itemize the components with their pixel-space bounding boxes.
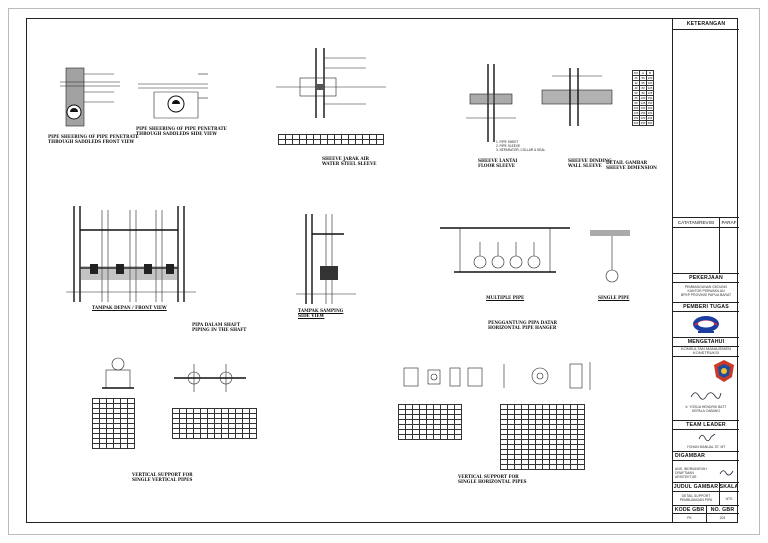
detail-pipe-penetrate-front [60,67,120,127]
title-block-mengetahui: MENGETAHUI [673,338,739,347]
sheet-outer-border [8,8,760,535]
detail-pipe-penetrate-side [138,73,208,119]
horizontal-support-table-b [500,404,585,470]
detail-vertical-support-clamp [102,357,134,389]
catatan-revisi-label: CATATAN/REVISI [673,218,720,227]
title-block-kode-values: PK 203 [673,514,739,523]
detail-floor-sleeve [466,64,516,142]
caption-sleeve-dimension: DETAIL GAMBAR SHEEVE DIMENSION [606,160,657,170]
title-block-client-logo-area [673,312,739,338]
judul-gambar-value: DETAIL SUPPORT PEMBUANGAN PIPA [679,494,713,502]
title-block-pekerjaan-text: PEMBANGUNAN GEDUNG KANTOR PERWAKILAN BPK… [673,283,739,303]
caption-single-pipe: SINGLE PIPE [598,295,630,300]
vertical-support-table-a [92,398,135,449]
sleeve-size-table-small [278,134,384,145]
no-gbr-value: 203 [719,516,726,520]
drafter-signature-icon [719,470,734,476]
caption-piping-in-shaft: PIPA DALAM SHAFT PIPING IN THE SHAFT [192,322,247,332]
title-block-kode-row: KODE GBR NO. GBR [673,506,739,514]
team-leader-signature-icon [698,433,716,442]
paraf-label: PARAF [721,220,737,225]
caption-vertical-support-vertical-pipes: VERTICAL SUPPORT FOR SINGLE VERTICAL PIP… [132,472,193,482]
detail-horizontal-pipe-hanger [440,227,570,273]
title-block-notes-area [673,30,739,218]
detail-vertical-support-bracket [174,364,246,392]
detail-water-steel-sleeve [276,48,386,118]
caption-water-steel-sleeve: SHEEVE JARAK AIR WATER STEEL SLEEVE [322,156,377,166]
title-block-konsultan-logo-area: Ir. YOSUA HENDRIK BATT KEPALA CABANG [673,357,739,421]
detail-shaft-side-view [296,214,356,304]
caption-pipe-penetrate-side: PIPE SHEERING OF PIPE PENETRATE THROUGH … [136,126,227,136]
drawing-area: PIPE SHEERING OF PIPE PENETRATE THROUGH … [26,18,671,523]
consultant-emblem-icon [714,360,734,382]
title-block-revision-row: CATATAN/REVISI PARAF [673,218,739,228]
consultant-signature-icon [690,392,722,400]
title-block-judul-values: DETAIL SUPPORT PEMBUANGAN PIPA NTS [673,492,739,506]
kode-gbr-label: KODE GBR [673,506,707,513]
title-block: KETERANGAN CATATAN/REVISI PARAF PEKERJAA… [672,18,739,523]
caption-floor-sleeve: SHEEVE LANTAI FLOOR SLEEVE [478,158,518,168]
title-block-konsultan: KONSULTAN MANAJEMEN KONSTRUKSI [673,347,739,357]
team-leader-name: YOHAN MANUAL ST. MT [686,445,726,449]
title-block-pekerjaan: PEKERJAAN [673,274,739,283]
caption-multiple-pipe: MULTIPLE PIPE [486,295,525,300]
title-block-team-leader: TEAM LEADER [673,421,739,430]
horizontal-support-table-a [398,404,462,440]
kode-gbr-value: PK [673,514,707,523]
no-gbr-label: NO. GBR [710,507,735,513]
title-block-digambar: DIGAMBAR [673,452,739,461]
detail-shaft-front-view [66,206,196,302]
caption-horizontal-pipe-hanger: PENGGANTUNG PIPA DATAR HORIZONTAL PIPE H… [488,320,557,330]
judul-gambar-label: JUDUL GAMBAR [673,483,720,491]
title-block-pemberi-tugas: PEMBERI TUGAS [673,303,739,312]
caption-vertical-support-horizontal-pipes: VERTICAL SUPPORT FOR SINGLE HORIZONTAL P… [458,474,527,484]
konsultan-name: Ir. YOSUA HENDRIK BATT KEPALA CABANG [685,405,727,413]
digambar-text: ANS. INDRIANSYAH DRAFTMAN ARSITEKTUR [675,467,707,479]
skala-label: SKALA [719,484,739,490]
detail-horizontal-support-clamps [403,367,483,387]
drawing-sheet-frame [26,18,738,523]
caption-pipe-penetrate-front: PIPE SHEERING OF PIPE PENETRATE THROUGH … [48,134,139,144]
detail-wall-sleeve [541,68,613,126]
caption-wall-sleeve: SHEEVE DINDING WALL SLEEVE [568,158,612,168]
title-block-keterangan: KETERANGAN [673,18,739,30]
caption-shaft-side-view: TAMPAK SAMPING SIDE VIEW [298,308,344,318]
bpkp-logo-icon [693,316,719,333]
detail-single-pipe [590,230,630,283]
title-block-revision-area [673,228,739,274]
title-block-digambar-area: ANS. INDRIANSYAH DRAFTMAN ARSITEKTUR [673,461,739,483]
title-block-judul-row: JUDUL GAMBAR SKALA [673,483,739,492]
vertical-support-table-b [172,408,257,439]
caption-shaft-front-view: TAMPAK DEPAN / FRONT VIEW [92,305,167,310]
detail-horizontal-support-rings [503,362,591,390]
note-floor-sleeve-legend: 1. PIPE SHEET 2. PIPE SLEEVE 3. SEPARATO… [496,140,546,152]
title-block-team-leader-sign-area: YOHAN MANUAL ST. MT [673,430,739,452]
skala-value: NTS [725,497,733,501]
